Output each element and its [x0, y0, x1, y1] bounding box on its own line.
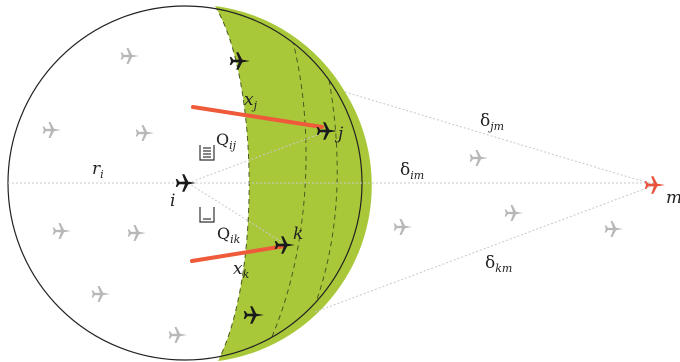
label-ri: ri [92, 159, 104, 181]
airplane-icon [42, 122, 61, 138]
queue-icon [199, 145, 215, 161]
label-djm: δjm [480, 111, 504, 133]
airplane-icon [120, 48, 139, 64]
label-dkm: δkm [485, 253, 512, 275]
airplane-icon [135, 125, 154, 141]
label-xk: xk [233, 259, 250, 281]
label-xj: xj [244, 90, 258, 112]
label-i: i [170, 191, 175, 211]
airplane-icon [604, 221, 623, 237]
label-qik: Qik [217, 224, 241, 246]
link-xj [191, 105, 324, 129]
aircraft-m-icon [644, 176, 665, 194]
range-arcs [214, 6, 338, 360]
airplane-icon [504, 205, 523, 221]
aircraft-i-icon [175, 174, 196, 192]
queue-icon [199, 207, 215, 223]
label-k: k [293, 224, 303, 244]
guide-lines [8, 91, 656, 313]
airplane-icon [168, 327, 187, 343]
label-qij: Qij [216, 130, 237, 152]
airplane-icon [393, 219, 412, 235]
label-m: m [666, 188, 680, 208]
airplane-icon [91, 286, 110, 302]
airplane-icon [469, 150, 488, 166]
link-xk [190, 244, 287, 263]
label-dim: δim [400, 160, 424, 182]
airplane-icon [127, 225, 146, 241]
airplane-icon [52, 223, 71, 239]
label-j: j [334, 124, 344, 144]
